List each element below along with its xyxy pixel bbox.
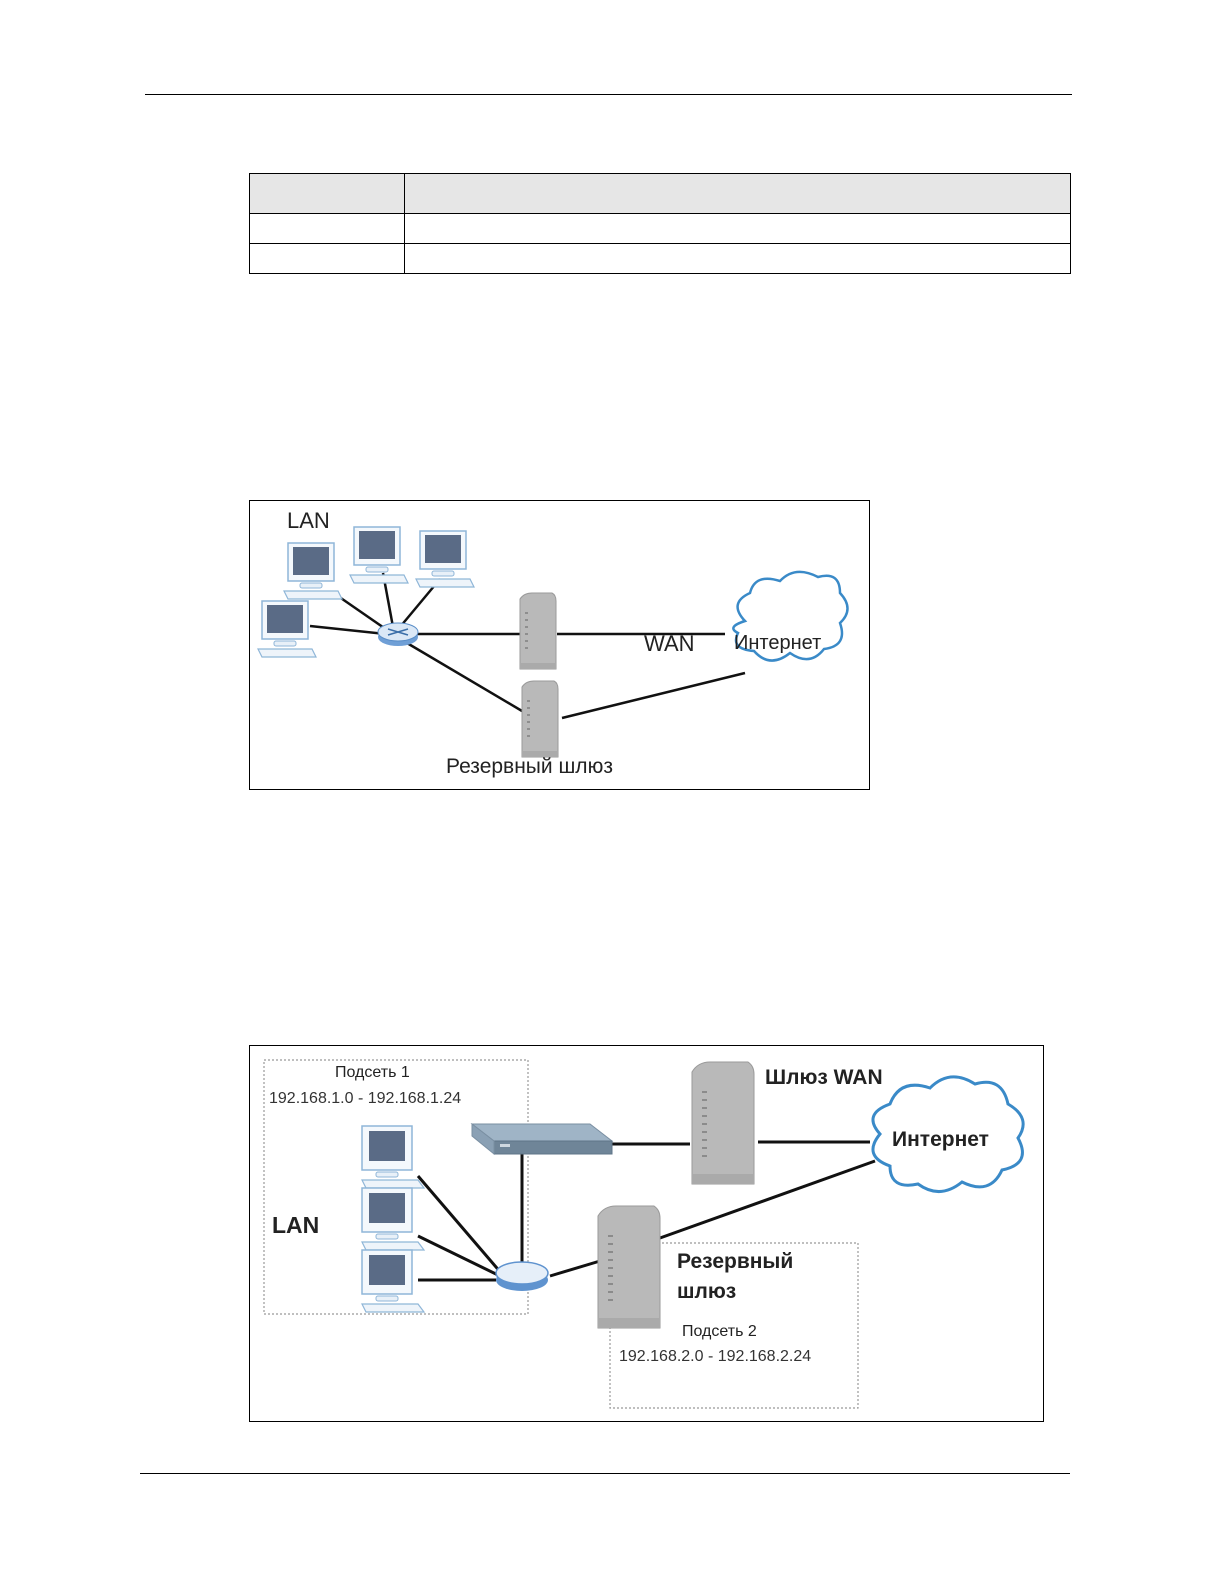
footer-rule bbox=[140, 1473, 1070, 1474]
computer-icon bbox=[257, 600, 317, 658]
cable bbox=[561, 671, 746, 720]
table-cell bbox=[404, 213, 1071, 244]
computer-icon bbox=[415, 530, 475, 588]
switch-icon bbox=[377, 622, 419, 646]
computer-icon bbox=[361, 1125, 425, 1189]
internet-label: Интернет bbox=[734, 632, 822, 654]
cable bbox=[659, 1159, 876, 1240]
table-header-row bbox=[249, 173, 1071, 214]
table-cell bbox=[249, 213, 405, 244]
table-cell bbox=[404, 243, 1071, 274]
diagram-1-canvas bbox=[257, 526, 849, 758]
parameter-table bbox=[249, 173, 1071, 274]
computer-icon bbox=[361, 1187, 425, 1251]
table-row bbox=[249, 243, 1071, 274]
network-diagram-backup-gateway: LAN WAN Интернет Резервный шлюз bbox=[249, 500, 870, 790]
table-header-cell bbox=[404, 173, 1071, 214]
cable bbox=[549, 1259, 601, 1278]
lan-label: LAN bbox=[287, 508, 330, 533]
subnet-1-boundary bbox=[263, 1059, 529, 1315]
table-header-cell bbox=[249, 173, 405, 214]
subnet-2-boundary bbox=[609, 1242, 859, 1409]
cable bbox=[406, 641, 523, 713]
internet-cloud-icon bbox=[732, 570, 849, 662]
cable bbox=[417, 1234, 501, 1278]
header-rule bbox=[145, 94, 1072, 95]
wan-label: WAN bbox=[644, 631, 695, 656]
backup-gateway-label-line2: шлюз bbox=[677, 1280, 737, 1303]
wan-gateway-icon bbox=[691, 1061, 755, 1185]
computer-icon bbox=[349, 526, 409, 584]
network-diagram-subnets: Подсеть 1 192.168.1.0 - 192.168.1.24 LAN… bbox=[249, 1045, 1044, 1422]
cable bbox=[334, 592, 391, 634]
primary-gateway-icon bbox=[519, 592, 557, 670]
table-cell bbox=[249, 243, 405, 274]
subnet-2-title: Подсеть 2 bbox=[682, 1323, 757, 1340]
cable bbox=[416, 1175, 504, 1275]
cable bbox=[309, 624, 386, 636]
layer3-switch-icon bbox=[470, 1122, 614, 1156]
computer-icon bbox=[361, 1249, 425, 1313]
backup-gateway-label: Резервный шлюз bbox=[446, 755, 613, 778]
wan-gateway-label: Шлюз WAN bbox=[765, 1066, 883, 1089]
internet-cloud-icon bbox=[871, 1075, 1025, 1193]
backup-gateway-icon bbox=[597, 1205, 661, 1329]
lan-label: LAN bbox=[272, 1212, 320, 1238]
subnet-2-range: 192.168.2.0 - 192.168.2.24 bbox=[619, 1348, 812, 1365]
internet-label: Интернет bbox=[892, 1128, 989, 1151]
subnet-1-range: 192.168.1.0 - 192.168.1.24 bbox=[269, 1090, 462, 1107]
backup-gateway-label-line1: Резервный bbox=[677, 1250, 794, 1273]
diagram-2-canvas bbox=[263, 1059, 1025, 1409]
subnet-1-title: Подсеть 1 bbox=[335, 1064, 410, 1081]
cables bbox=[416, 1140, 876, 1282]
backup-gateway-icon bbox=[521, 680, 559, 758]
table-row bbox=[249, 213, 1071, 244]
computer-icon bbox=[283, 542, 343, 600]
router-hub-icon bbox=[495, 1261, 549, 1291]
